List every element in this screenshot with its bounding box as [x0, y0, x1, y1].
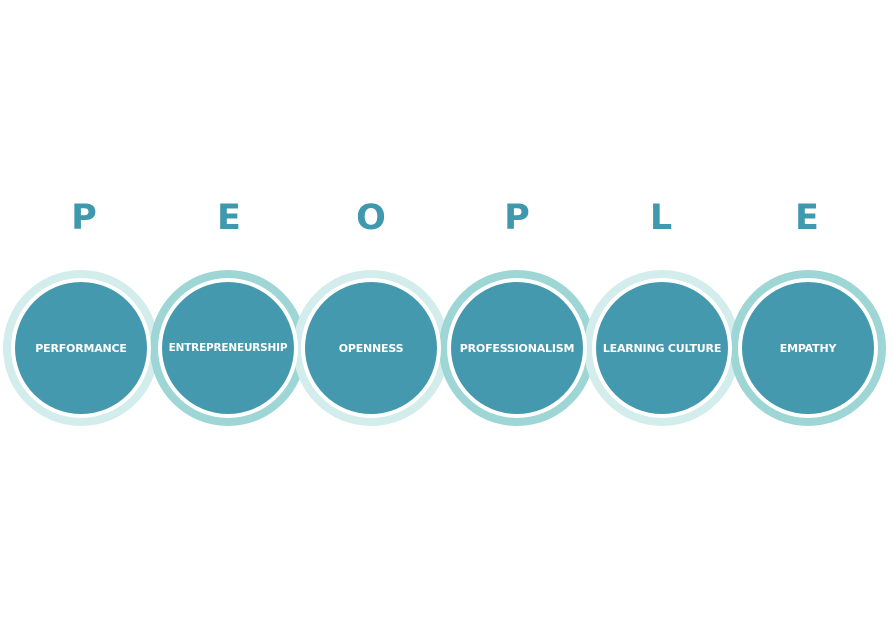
acronym-letter-l: L	[649, 198, 673, 238]
acronym-letter-p2: P	[504, 198, 530, 238]
value-disc-empathy: EMPATHY	[742, 282, 874, 414]
value-label: ENTREPRENEURSHIP	[168, 342, 288, 354]
value-disc-professionalism: PROFESSIONALISM	[451, 282, 583, 414]
acronym-letter-e2: E	[795, 198, 819, 238]
value-disc-openness: OPENNESS	[305, 282, 437, 414]
value-disc-entrepreneurship: ENTREPRENEURSHIP	[162, 282, 294, 414]
value-label: PROFESSIONALISM	[459, 341, 575, 355]
value-disc-learning-culture: LEARNING CULTURE	[596, 282, 728, 414]
acronym-heading: P E O P L E	[0, 195, 894, 245]
value-label: EMPATHY	[779, 341, 837, 355]
value-label: LEARNING CULTURE	[602, 341, 722, 355]
acronym-letter-o: O	[356, 198, 386, 238]
value-label: OPENNESS	[338, 341, 404, 355]
value-disc-performance: PERFORMANCE	[15, 282, 147, 414]
value-label: PERFORMANCE	[35, 341, 127, 355]
acronym-letter-e1: E	[217, 198, 241, 238]
acronym-letter-p1: P	[71, 198, 97, 238]
